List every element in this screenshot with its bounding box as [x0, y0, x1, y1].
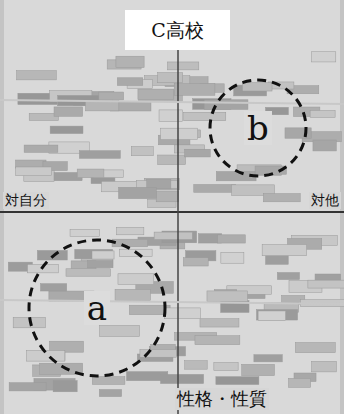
sticky-note [295, 343, 335, 353]
sticky-note [221, 252, 244, 263]
sticky-note [183, 258, 208, 266]
poster-paper [4, 0, 340, 414]
paper-fold [0, 100, 344, 104]
circle-letter: b [244, 111, 272, 145]
sticky-note [99, 390, 121, 397]
sticky-note [54, 107, 83, 116]
sticky-note [263, 194, 300, 202]
sticky-note [118, 274, 154, 285]
sticky-note [184, 112, 226, 120]
sticky-note [256, 310, 297, 320]
sticky-note [204, 100, 248, 110]
sticky-note [138, 89, 174, 99]
circle-letter: a [84, 291, 110, 325]
sticky-note [112, 239, 148, 247]
horizontal-axis [0, 211, 344, 213]
sticky-note [131, 146, 153, 155]
sticky-note [313, 140, 336, 151]
sticky-note [165, 308, 201, 319]
sticky-note [116, 56, 144, 67]
sticky-note [218, 235, 246, 243]
sticky-note [100, 325, 140, 336]
sticky-note [195, 336, 240, 345]
sticky-note [24, 145, 58, 152]
sticky-note [119, 187, 157, 198]
sticky-note [242, 83, 272, 91]
axis-label: 対自分 [3, 192, 49, 209]
sticky-note [254, 355, 282, 362]
sticky-note [311, 52, 335, 62]
sticky-note [70, 229, 100, 236]
sticky-note [214, 362, 238, 370]
sticky-note [77, 169, 104, 178]
dashed-outline [29, 240, 165, 376]
sticky-note [200, 319, 239, 327]
sticky-note [242, 364, 275, 375]
axis-label: 性格・性質 [175, 388, 269, 410]
sticky-note [277, 273, 299, 280]
sticky-note [310, 110, 335, 117]
sticky-note [194, 184, 236, 192]
sticky-note [92, 251, 114, 259]
sticky-note [159, 110, 182, 122]
sticky-note [117, 78, 142, 86]
sticky-note [161, 128, 198, 139]
sticky-note [161, 374, 204, 383]
paper-fold [0, 300, 344, 304]
sticky-note [158, 155, 186, 165]
sticky-note [40, 284, 66, 291]
sticky-note [288, 378, 310, 387]
sticky-note [154, 232, 192, 239]
axis-label: 対他 [309, 192, 341, 209]
vertical-axis [177, 20, 179, 414]
sticky-note [167, 62, 198, 70]
sticky-note [262, 245, 306, 256]
sticky-note [185, 149, 211, 157]
sticky-note [312, 361, 337, 372]
sticky-note [16, 167, 52, 176]
sticky-note [53, 381, 77, 392]
sticky-note [50, 126, 83, 133]
sticky-note [174, 84, 215, 96]
sticky-note [308, 280, 344, 288]
sticky-note [216, 377, 259, 385]
sticky-note [66, 269, 111, 276]
sticky-note [88, 261, 113, 268]
dashed-circle: a [27, 238, 167, 378]
dashed-outline [210, 80, 306, 176]
dashed-circle: b [208, 78, 308, 178]
sticky-note [185, 361, 207, 370]
sticky-note [9, 383, 46, 391]
sticky-note [156, 191, 178, 202]
sticky-note [92, 377, 125, 385]
sticky-note [207, 291, 248, 302]
sticky-note [17, 71, 57, 80]
sticky-note [79, 151, 120, 159]
sticky-note [115, 289, 150, 300]
sticky-note [158, 73, 183, 83]
sticky-note [258, 311, 286, 321]
sticky-note [116, 227, 143, 235]
sticky-note [99, 92, 124, 100]
title-box: C高校 [125, 10, 230, 50]
